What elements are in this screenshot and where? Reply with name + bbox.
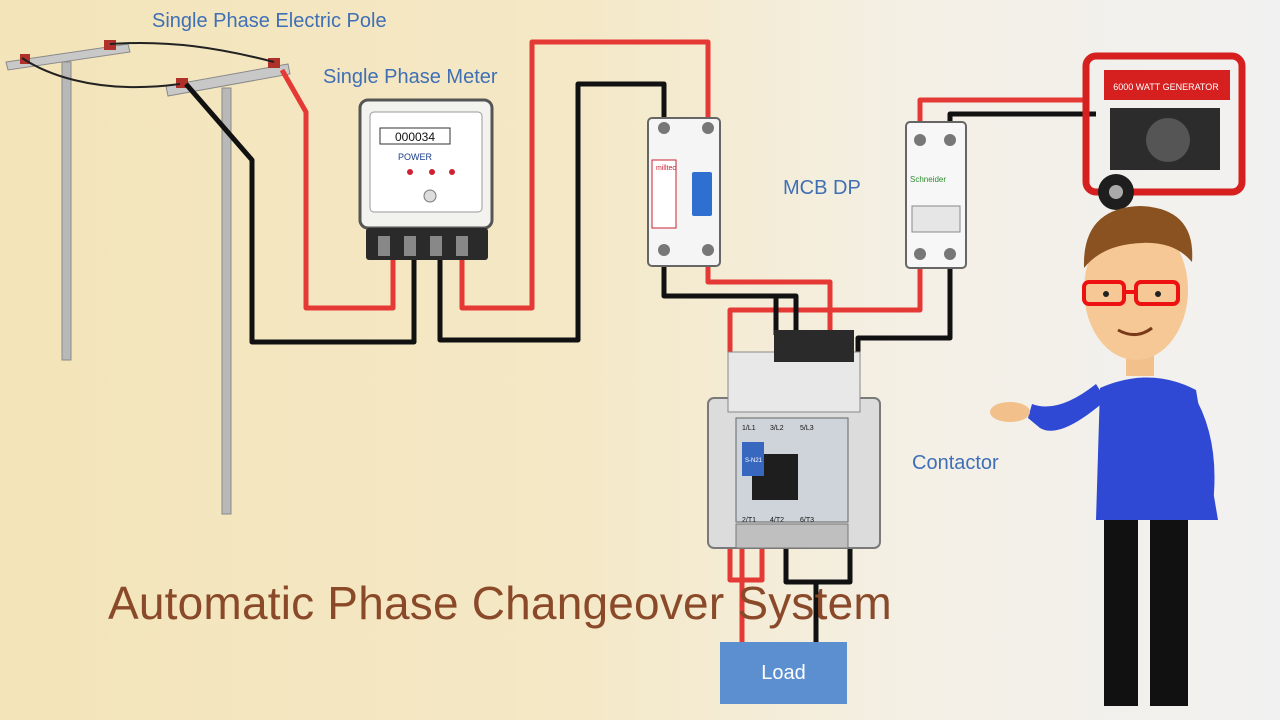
- diagram-title: Automatic Phase Changeover System: [108, 577, 892, 629]
- mcb-brand: Schneider: [910, 175, 946, 184]
- overhead-line: [109, 41, 275, 63]
- contactor-model: S-N21: [745, 458, 763, 464]
- electric-pole-right: [165, 58, 291, 515]
- pole-label: Single Phase Electric Pole: [152, 10, 387, 32]
- overhead-line: [21, 57, 181, 89]
- mcb-label: MCB DP: [783, 177, 861, 199]
- generator-badge: 6000 WATT GENERATOR: [1113, 82, 1219, 92]
- rccb-brand: milltec: [656, 165, 676, 172]
- contactor-terminal-4: 4/T2: [770, 517, 784, 524]
- cartoon-presenter: [990, 206, 1218, 706]
- meter-reading: 000034: [395, 130, 435, 144]
- contactor-label: Contactor: [912, 452, 999, 474]
- contactor-terminal-5: 5/L3: [800, 425, 814, 432]
- contactor-terminal-1: 1/L1: [742, 425, 756, 432]
- load-box: Load: [720, 642, 847, 704]
- rccb-device: milltec: [647, 117, 721, 267]
- electric-pole-left: [5, 40, 131, 361]
- contactor-device: S-N21 1/L1 3/L2 5/L3 2/T1 4/T2 6/T3: [707, 330, 881, 549]
- contactor-terminal-6: 6/T3: [800, 517, 814, 524]
- contactor-terminal-3: 3/L2: [770, 425, 784, 432]
- meter-brand: POWER: [398, 152, 433, 162]
- mcb-dp-device: Schneider: [905, 121, 967, 269]
- energy-meter: 000034 POWER: [358, 98, 494, 260]
- generator: 6000 WATT GENERATOR: [1082, 52, 1246, 210]
- meter-label: Single Phase Meter: [323, 66, 498, 88]
- contactor-terminal-2: 2/T1: [742, 517, 756, 524]
